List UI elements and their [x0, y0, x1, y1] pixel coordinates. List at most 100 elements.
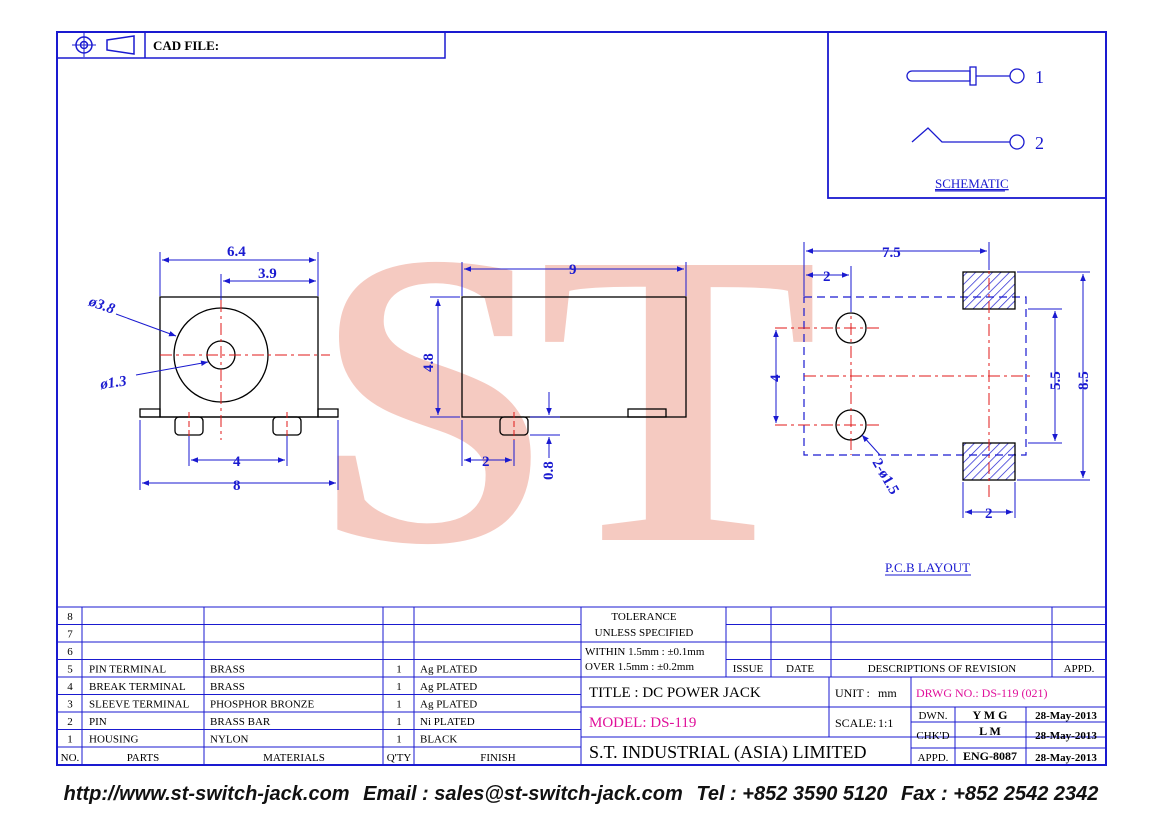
dim-2-side: 2: [482, 454, 490, 470]
front-view: [139, 296, 339, 440]
front-view-dims: [115, 252, 339, 490]
dim-7-5-pcb: 7.5: [882, 245, 901, 261]
dim-9-side: 9: [569, 262, 577, 278]
bom-no: 2: [67, 716, 73, 728]
model-text: MODEL: DS-119: [589, 715, 696, 731]
dwn-date: 28-May-2013: [1035, 710, 1097, 722]
bom-header-parts: PARTS: [127, 752, 160, 764]
bom-header-finish: FINISH: [480, 752, 516, 764]
dim-8-5-pcb: 8.5: [1076, 371, 1092, 390]
tolerance-over: OVER 1.5mm : ±0.2mm: [585, 661, 694, 673]
dim-6-4: 6.4: [227, 244, 246, 260]
bom-no: 6: [67, 646, 73, 658]
tolerance-within: WITHIN 1.5mm : ±0.1mm: [585, 646, 705, 658]
bom-header-qty: Q'TY: [387, 752, 412, 764]
bom-part: BREAK TERMINAL: [89, 681, 186, 693]
bom-part: PIN TERMINAL: [89, 664, 166, 676]
bom-part: HOUSING: [89, 734, 139, 746]
dim-holes-pcb: 2-ø1.5: [869, 456, 902, 498]
dim-0-8-side: 0.8: [541, 461, 557, 480]
bom-finish: Ni PLATED: [420, 716, 475, 728]
appd-label: APPD.: [918, 752, 949, 764]
bom-qty: 1: [396, 664, 402, 676]
bom-qty: 1: [396, 681, 402, 693]
bom-material: BRASS: [210, 681, 245, 693]
bom-no: 5: [67, 664, 73, 676]
title-block-grid: [581, 677, 1106, 765]
bom-part: SLEEVE TERMINAL: [89, 699, 190, 711]
cad-header: CAD FILE:: [56, 31, 446, 59]
schematic-pin-2: 2: [1035, 133, 1044, 153]
bom-no: 3: [67, 699, 73, 711]
dim-2-pcb-top: 2: [823, 269, 831, 285]
bom-qty: 1: [396, 716, 402, 728]
chkd-value: L M: [979, 724, 1001, 738]
dim-2-pcb-bottom: 2: [985, 506, 993, 522]
title-text: TITLE : DC POWER JACK: [589, 685, 761, 701]
chkd-label: CHK'D: [916, 730, 949, 742]
dim-8-front: 8: [233, 478, 241, 494]
dim-5-5-pcb: 5.5: [1048, 371, 1064, 390]
projection-symbol-icon: [72, 33, 135, 57]
pcb-dims: [773, 242, 1090, 518]
revision-grid: [581, 607, 1106, 677]
schematic-box: 1 2 SCHEMATIC: [827, 31, 1107, 199]
footer-tel: Tel : +852 3590 5120: [696, 783, 888, 805]
bom-material: BRASS BAR: [210, 716, 271, 728]
footer-website[interactable]: http://www.st-switch-jack.com: [63, 783, 350, 805]
bom-no: 8: [67, 611, 73, 623]
scale-label: SCALE:: [835, 716, 876, 730]
scale-value: 1:1: [878, 716, 893, 730]
dwn-value: Y M G: [973, 708, 1008, 722]
cad-file-label: CAD FILE:: [153, 38, 219, 53]
revision-appd: APPD.: [1064, 663, 1095, 675]
dim-4-front: 4: [233, 454, 241, 470]
appd-value: ENG-8087: [963, 749, 1017, 763]
tolerance-unless: UNLESS SPECIFIED: [595, 627, 694, 639]
unit-value: mm: [878, 686, 897, 700]
appd-date: 28-May-2013: [1035, 752, 1097, 764]
dim-dia-1-3: ø1.3: [98, 373, 128, 393]
revision-issue: ISSUE: [733, 663, 764, 675]
drwg-no: DRWG NO.: DS-119 (021): [916, 686, 1048, 700]
bom-qty: 1: [396, 734, 402, 746]
dwn-label: DWN.: [918, 710, 947, 722]
unit-label: UNIT :: [835, 686, 870, 700]
bom-qty: 1: [396, 699, 402, 711]
bom-table: [57, 606, 1106, 765]
bom-finish: BLACK: [420, 734, 457, 746]
dim-dia-3-8: ø3.8: [86, 293, 118, 318]
bom-finish: Ag PLATED: [420, 681, 477, 693]
table-text: 8 7 6 5 PIN TERMINAL BRASS 1 Ag PLATED 4 BREAK TE…: [61, 611, 1098, 764]
side-view-dims: [430, 262, 687, 466]
dim-4-pcb: 4: [768, 374, 784, 382]
bom-material: NYLON: [210, 734, 249, 746]
watermark: ST: [315, 166, 824, 631]
bom-header-no: NO.: [61, 752, 80, 764]
bom-material: PHOSPHOR BRONZE: [210, 699, 314, 711]
pcb-layout: [775, 255, 1030, 500]
dim-4-8-side: 4.8: [421, 353, 437, 372]
bom-finish: Ag PLATED: [420, 699, 477, 711]
pcb-layout-label: P.C.B LAYOUT: [885, 560, 970, 575]
tolerance-title: TOLERANCE: [611, 611, 676, 623]
revision-date: DATE: [786, 663, 814, 675]
bom-material: BRASS: [210, 664, 245, 676]
side-view: [461, 296, 687, 440]
schematic-pin-1: 1: [1035, 67, 1044, 87]
bom-no: 7: [67, 629, 73, 641]
watermark-text: ST: [315, 166, 814, 631]
contact-footer: http://www.st-switch-jack.com Email : sa…: [0, 776, 1162, 812]
bom-part: PIN: [89, 716, 107, 728]
schematic-label: SCHEMATIC: [935, 176, 1009, 191]
dim-3-9: 3.9: [258, 266, 277, 282]
revision-desc: DESCRIPTIONS OF REVISION: [868, 663, 1017, 675]
bom-no: 1: [67, 734, 73, 746]
bom-finish: Ag PLATED: [420, 664, 477, 676]
bom-no: 4: [67, 681, 73, 693]
footer-email[interactable]: Email : sales@st-switch-jack.com: [363, 783, 683, 805]
bom-header-materials: MATERIALS: [263, 752, 325, 764]
footer-fax: Fax : +852 2542 2342: [900, 783, 1099, 805]
company-name: S.T. INDUSTRIAL (ASIA) LIMITED: [589, 742, 866, 763]
